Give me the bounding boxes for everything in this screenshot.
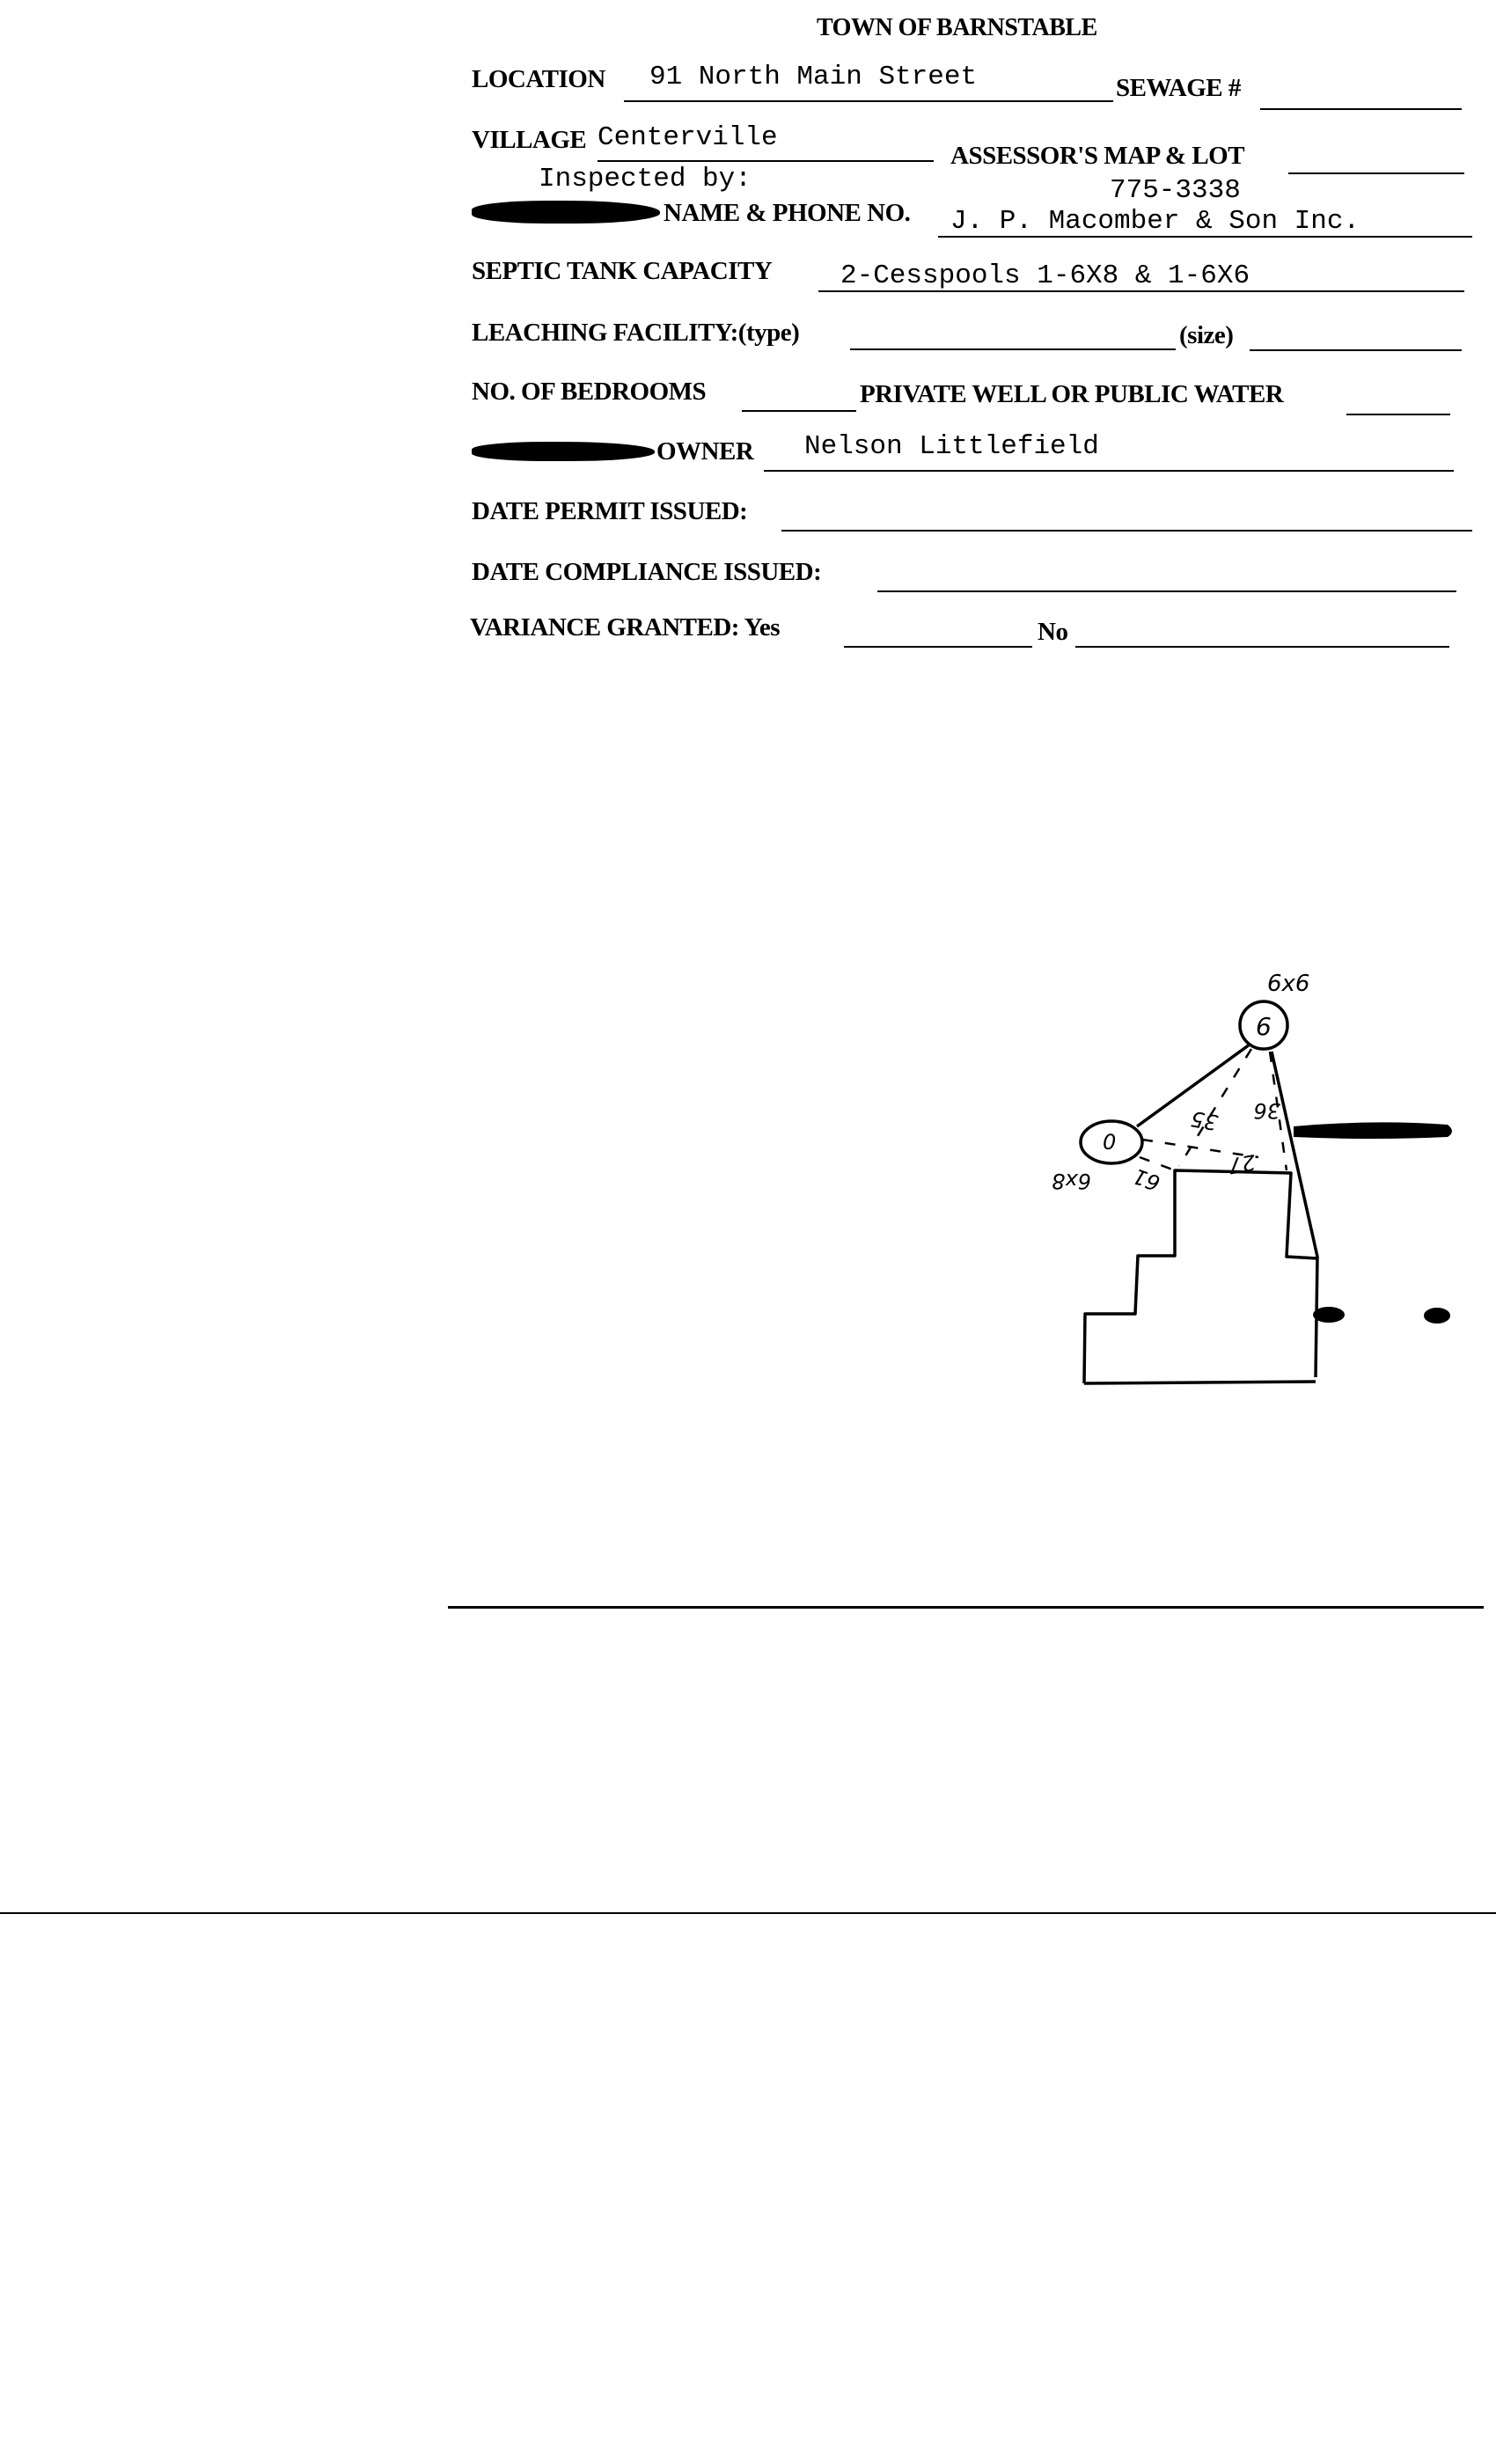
- sewage-label: SEWAGE #: [1116, 74, 1241, 102]
- compliance-underline[interactable]: [877, 590, 1456, 592]
- variance-no-underline[interactable]: [1075, 646, 1449, 648]
- location-value[interactable]: 91 North Main Street: [649, 62, 978, 92]
- name-phone-label: NAME & PHONE NO.: [664, 199, 911, 227]
- name-value[interactable]: J. P. Macomber & Son Inc.: [950, 206, 1360, 237]
- leaching-size-underline[interactable]: [1250, 349, 1462, 351]
- village-value[interactable]: Centerville: [598, 122, 778, 153]
- distance-35: 35: [1189, 1106, 1220, 1135]
- assessor-label: ASSESSOR'S MAP & LOT: [950, 142, 1245, 170]
- variance-yes-underline[interactable]: [844, 646, 1032, 648]
- water-underline[interactable]: [1346, 414, 1450, 415]
- village-underline: [598, 160, 934, 162]
- ink-blob: [1424, 1308, 1450, 1324]
- septic-label: SEPTIC TANK CAPACITY: [472, 257, 773, 285]
- tank-left-mark: 0: [1103, 1130, 1116, 1155]
- water-label: PRIVATE WELL OR PUBLIC WATER: [860, 380, 1284, 408]
- inspected-by-label: Inspected by:: [539, 164, 752, 194]
- distance-27: 27: [1226, 1149, 1258, 1178]
- cesspool-top: [1238, 1000, 1289, 1051]
- redaction-mark: [472, 201, 660, 224]
- compliance-label: DATE COMPLIANCE ISSUED:: [472, 558, 822, 586]
- variance-label: VARIANCE GRANTED: Yes: [470, 613, 781, 642]
- pipe-right: [1270, 1051, 1319, 1378]
- bedrooms-label: NO. OF BEDROOMS: [472, 378, 707, 406]
- name-underline: [938, 236, 1472, 238]
- septic-underline: [818, 290, 1464, 292]
- dist-line-36: [1268, 1051, 1288, 1171]
- permit-label: DATE PERMIT ISSUED:: [472, 497, 748, 525]
- location-label: LOCATION: [472, 65, 605, 93]
- house-bottom: [1083, 1380, 1316, 1385]
- septic-value[interactable]: 2-Cesspools 1-6X8 & 1-6X6: [840, 260, 1250, 291]
- tank-top-mark: 6: [1256, 1012, 1272, 1041]
- leaching-label: LEACHING FACILITY:(type): [472, 319, 800, 347]
- owner-underline: [764, 470, 1454, 472]
- distance-61: 61: [1130, 1163, 1163, 1196]
- cesspool-left: [1079, 1119, 1144, 1165]
- permit-underline[interactable]: [781, 530, 1472, 532]
- bedrooms-underline[interactable]: [742, 410, 856, 412]
- phone-value[interactable]: 775-3338: [1110, 175, 1241, 206]
- location-underline: [624, 100, 1113, 102]
- form-title: TOWN OF BARNSTABLE: [817, 14, 1097, 41]
- divider-line: [0, 1912, 1496, 1914]
- dist-line-61: [1139, 1155, 1176, 1172]
- village-label: VILLAGE: [472, 126, 587, 154]
- owner-value[interactable]: Nelson Littlefield: [804, 431, 1099, 462]
- assessor-underline: [1288, 172, 1464, 174]
- ink-blob: [1294, 1122, 1452, 1139]
- tank-left-size: 6x8: [1052, 1169, 1091, 1193]
- dist-line-27: [1141, 1138, 1259, 1159]
- leaching-size-label: (size): [1179, 321, 1234, 349]
- dist-line-35: [1177, 1048, 1253, 1167]
- tank-top-size: 6x6: [1267, 971, 1309, 997]
- redaction-mark: [472, 442, 655, 461]
- variance-no-label: No: [1038, 618, 1068, 646]
- distance-36: 36: [1253, 1098, 1280, 1123]
- divider-line: [448, 1606, 1484, 1609]
- ink-blob: [1313, 1307, 1345, 1323]
- owner-label: OWNER: [656, 437, 754, 466]
- house-outline: [1082, 1169, 1318, 1384]
- leaching-type-underline[interactable]: [850, 348, 1176, 350]
- pipe-line: [1135, 1043, 1251, 1128]
- sewage-underline: [1260, 108, 1462, 110]
